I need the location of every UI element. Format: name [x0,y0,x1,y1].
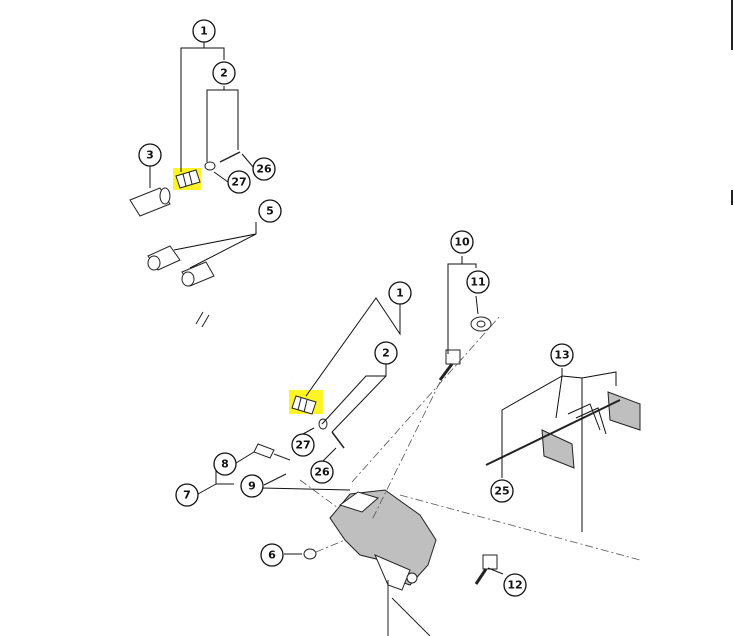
connector-insert-lower [291,395,317,415]
callout-11: 11 [466,270,490,294]
callout-1-top: 1 [192,19,216,43]
svg-text:26: 26 [314,466,330,479]
svg-text:2: 2 [220,67,228,80]
callout-3: 3 [138,143,162,167]
pad-spring [567,403,607,435]
hose-clip-lower [181,261,215,287]
svg-text:12: 12 [507,579,522,592]
svg-text:9: 9 [248,480,256,493]
connector-insert-upper [175,169,201,189]
svg-text:7: 7 [183,489,191,502]
callout-2-top: 2 [212,61,236,85]
olive-lower [318,418,328,430]
callout-25: 25 [490,479,514,503]
caliper-body [329,489,437,591]
callout-13: 13 [550,343,574,367]
callout-26-top: 26 [252,157,276,181]
svg-text:10: 10 [454,236,470,249]
svg-text:2: 2 [382,347,390,360]
brake-pad-right [607,391,641,431]
connector-pin-upper [219,151,241,163]
callout-2-lower: 2 [374,341,398,365]
callout-8: 8 [213,452,237,476]
svg-text:13: 13 [554,349,569,362]
svg-text:11: 11 [470,276,485,289]
hose-cover-3 [129,187,171,217]
svg-text:5: 5 [266,205,274,218]
svg-text:3: 3 [146,149,154,162]
svg-text:27: 27 [231,176,246,189]
hose-clip-upper [147,245,181,271]
callout-26-lower: 26 [310,460,334,484]
callout-10: 10 [450,230,474,254]
svg-text:27: 27 [295,439,310,452]
mounting-bolt-lower [474,554,498,585]
callout-27-top: 27 [227,170,251,194]
callout-27-lower: 27 [291,433,315,457]
svg-text:25: 25 [494,485,509,498]
callout-7: 7 [175,483,199,507]
brake-hose [81,211,293,379]
washer-11 [470,316,492,332]
pad-axle [485,399,621,466]
bleed-nipple [253,443,291,461]
bleed-cap [303,548,317,560]
mounting-bolt-upper [438,349,461,381]
callout-12: 12 [503,573,527,597]
svg-text:26: 26 [256,163,272,176]
svg-text:1: 1 [200,25,208,38]
callout-6: 6 [260,543,284,567]
callout-1-lower: 1 [388,281,412,305]
svg-text:6: 6 [268,549,276,562]
olive-upper [204,161,216,171]
svg-text:1: 1 [396,287,404,300]
brake-pad-left [541,429,575,469]
connector-pin-lower [331,431,345,449]
svg-text:8: 8 [221,458,229,471]
callout-5: 5 [258,199,282,223]
callout-9: 9 [240,474,264,498]
